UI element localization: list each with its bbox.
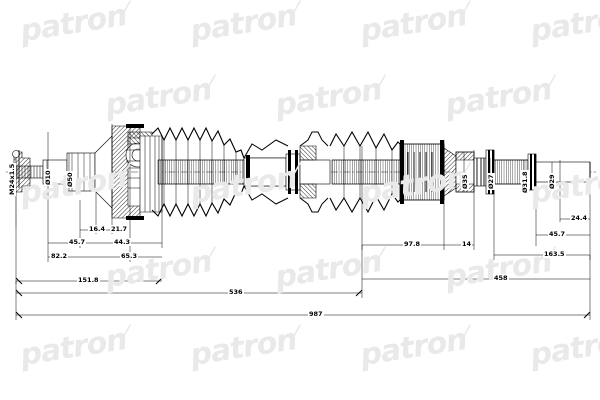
dimension-label-d-24-4: 24.4 [570, 214, 589, 222]
drive-shaft [243, 131, 331, 213]
dimension-label-d-82-2: 82.2 [50, 252, 69, 260]
dimension-label-d-163-5: 163.5 [543, 250, 566, 258]
splined-stub [493, 153, 591, 191]
inner-cv-boot [329, 130, 403, 214]
diameter-label-dv-d29: Ø29 [548, 173, 556, 190]
dimension-label-d-44-3: 44.3 [113, 238, 132, 246]
diameter-label-dv-d100: Ø10 [44, 169, 52, 186]
dimension-label-d-151-8: 151.8 [77, 276, 100, 284]
diameter-label-dv-d50: Ø50 [66, 171, 74, 188]
dimension-label-d-21-7: 21.7 [110, 225, 129, 233]
outer-cv-joint [42, 124, 163, 220]
dimension-label-d-16-4: 16.4 [88, 225, 107, 233]
diameter-label-dv-d35: Ø35 [461, 173, 469, 190]
diameter-label-dv-d27: Ø27 [487, 173, 495, 190]
inner-cv-tripod-joint [399, 140, 457, 204]
dimension-label-d-458: 458 [493, 274, 509, 282]
dimension-label-d-45-7a: 45.7 [68, 238, 87, 246]
diameter-label-dv-d31-8: Ø31.8 [521, 170, 529, 194]
diameter-label-dv-m24: M24x1.5 [8, 162, 16, 196]
dimension-label-d-45-7b: 45.7 [548, 230, 567, 238]
threaded-stub [12, 150, 44, 228]
dimension-label-d-97-8: 97.8 [403, 240, 422, 248]
dimension-label-d-987: 987 [308, 310, 324, 318]
dimension-label-d-65-3: 65.3 [120, 252, 139, 260]
outer-cv-boot [151, 126, 245, 218]
dimension-label-d-14: 14 [461, 240, 473, 248]
dimension-label-d-536: 536 [228, 288, 244, 296]
